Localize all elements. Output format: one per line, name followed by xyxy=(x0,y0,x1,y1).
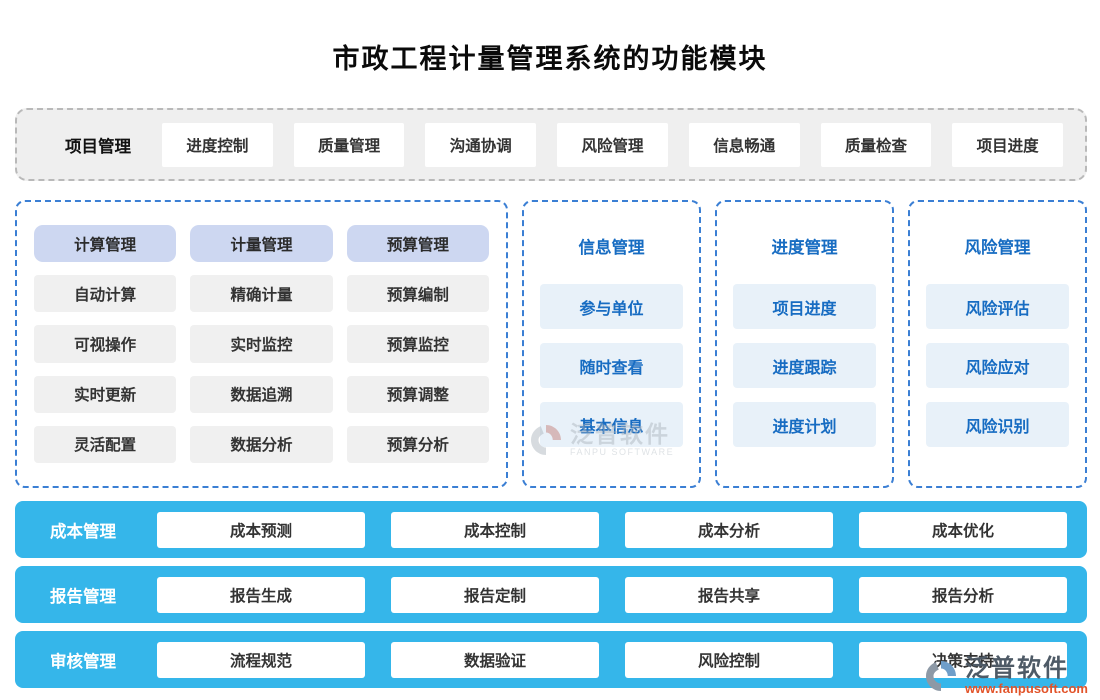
bar-item: 数据验证 xyxy=(391,641,599,678)
panel-item: 项目进度 xyxy=(733,284,876,329)
bar-item: 报告生成 xyxy=(157,576,365,613)
bar-label-audit: 审核管理 xyxy=(50,652,116,671)
band-item-quality-management: 质量管理 xyxy=(293,122,405,167)
panel-item: 基本信息 xyxy=(540,402,683,447)
matrix-cell: 可视操作 xyxy=(34,325,177,363)
matrix-cell: 数据追溯 xyxy=(190,375,333,413)
bar-item: 流程规范 xyxy=(157,641,365,678)
panel-item: 风险评估 xyxy=(926,284,1069,329)
bottom-bars: 成本管理 成本预测 成本控制 成本分析 成本优化 报告管理 报告生成 报告定制 … xyxy=(15,501,1087,688)
panel-item: 风险应对 xyxy=(926,343,1069,388)
project-management-band: 项目管理 进度控制 质量管理 沟通协调 风险管理 信息畅通 质量检查 项目进度 xyxy=(15,108,1087,181)
matrix-cell: 实时更新 xyxy=(34,375,177,413)
matrix-cell: 自动计算 xyxy=(34,275,177,313)
panel-risk-management: 风险管理 风险评估 风险应对 风险识别 xyxy=(908,200,1087,488)
page-title: 市政工程计量管理系统的功能模块 xyxy=(332,44,768,74)
panel-calc-measure-budget: 计算管理 计量管理 预算管理 自动计算 精确计量 预算编制 可视操作 实时监控 … xyxy=(15,200,508,488)
panel-item: 进度跟踪 xyxy=(733,343,876,388)
band-item-communication: 沟通协调 xyxy=(425,122,537,167)
panel-item: 参与单位 xyxy=(540,284,683,329)
band-item-progress-control: 进度控制 xyxy=(162,122,273,167)
band-item-information-flow: 信息畅通 xyxy=(688,122,800,167)
band-item-risk-management: 风险管理 xyxy=(557,122,668,167)
bar-label-report: 报告管理 xyxy=(50,587,116,606)
panel-information-management: 信息管理 参与单位 随时查看 基本信息 xyxy=(522,200,701,488)
bar-report-management: 报告管理 报告生成 报告定制 报告共享 报告分析 xyxy=(15,566,1087,623)
bar-item: 报告共享 xyxy=(625,576,833,613)
panel-progress-management: 进度管理 项目进度 进度跟踪 进度计划 xyxy=(715,200,894,488)
bar-item: 报告分析 xyxy=(859,576,1067,613)
panel-item: 风险识别 xyxy=(926,402,1069,447)
bar-item: 成本控制 xyxy=(391,511,599,548)
matrix-cell: 预算编制 xyxy=(346,275,489,313)
panel-item: 随时查看 xyxy=(540,343,683,388)
band-item-project-progress: 项目进度 xyxy=(952,122,1064,167)
matrix-cell: 预算监控 xyxy=(346,325,489,363)
matrix-cell: 预算调整 xyxy=(346,375,489,413)
bar-item: 报告定制 xyxy=(391,576,599,613)
panel-header-progress: 进度管理 xyxy=(771,239,838,257)
bar-item: 成本优化 xyxy=(859,511,1067,548)
panel-header-risk: 风险管理 xyxy=(964,239,1031,257)
band-item-quality-check: 质量检查 xyxy=(820,122,932,167)
matrix-cell: 预算分析 xyxy=(346,425,489,463)
bar-cost-management: 成本管理 成本预测 成本控制 成本分析 成本优化 xyxy=(15,501,1087,558)
column-header-measurement: 计量管理 xyxy=(190,225,333,263)
matrix-cell: 灵活配置 xyxy=(34,425,177,463)
band-label: 项目管理 xyxy=(65,137,131,156)
panel-header-information: 信息管理 xyxy=(578,239,645,257)
bar-item: 成本预测 xyxy=(157,511,365,548)
bar-audit-management: 审核管理 流程规范 数据验证 风险控制 决策支持 xyxy=(15,631,1087,688)
bar-label-cost: 成本管理 xyxy=(50,522,116,541)
bar-item: 风险控制 xyxy=(625,641,833,678)
column-header-calculation: 计算管理 xyxy=(34,225,177,263)
bar-item: 决策支持 xyxy=(859,641,1067,678)
module-panels: 计算管理 计量管理 预算管理 自动计算 精确计量 预算编制 可视操作 实时监控 … xyxy=(15,200,1087,488)
matrix-cell: 数据分析 xyxy=(190,425,333,463)
bar-item: 成本分析 xyxy=(625,511,833,548)
matrix-cell: 精确计量 xyxy=(190,275,333,313)
panel-item: 进度计划 xyxy=(733,402,876,447)
column-header-budget: 预算管理 xyxy=(346,225,489,263)
matrix-cell: 实时监控 xyxy=(190,325,333,363)
